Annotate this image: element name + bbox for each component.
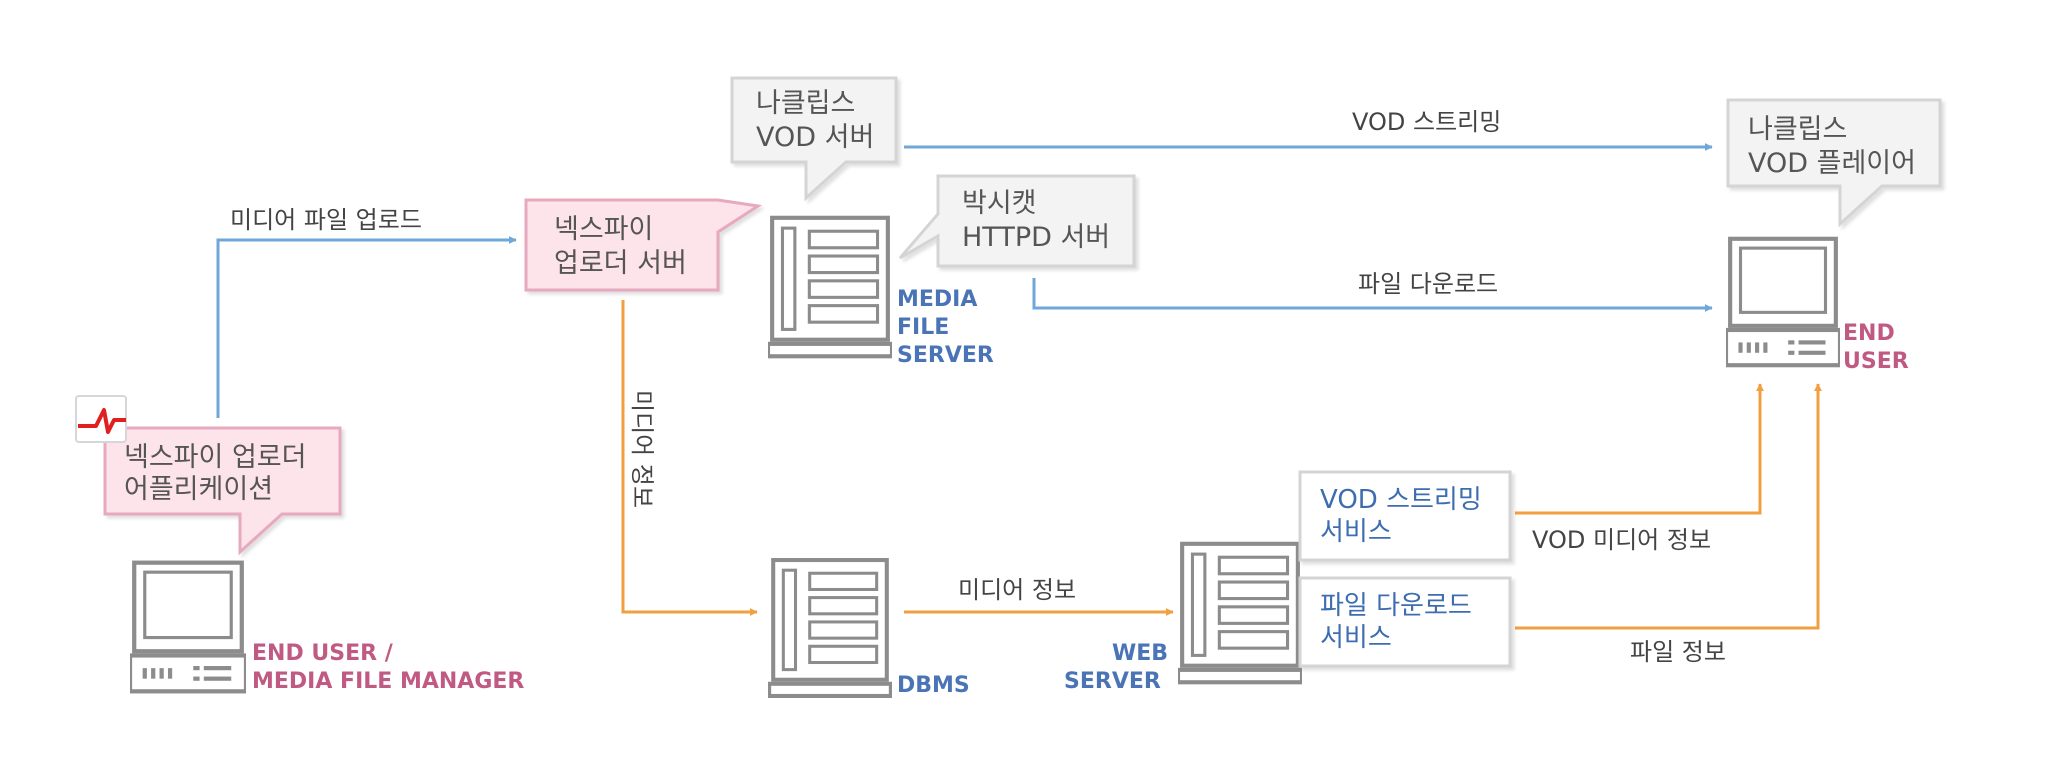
end-user-right-caption-1: END: [1843, 321, 1895, 346]
httpd-server-label-2: HTTPD 서버: [962, 222, 1110, 253]
naclips-vod-player-bubble: [1726, 98, 1942, 228]
media-file-server-caption-1: MEDIA: [897, 287, 977, 312]
httpd-server-bubble: [898, 174, 1136, 268]
vod-streaming-service-box: [1298, 470, 1512, 562]
vod-streaming-service-label-1: VOD 스트리밍: [1320, 485, 1482, 515]
vod-streaming-service-label-2: 서비스: [1320, 517, 1392, 547]
web-server-caption-2: SERVER: [1064, 669, 1161, 694]
dbms-caption: DBMS: [897, 673, 970, 698]
file-download-service-box: [1298, 576, 1512, 668]
uploader-app-label-1: 넥스파이 업로더: [124, 442, 306, 473]
file-download-service-label-1: 파일 다운로드: [1320, 591, 1472, 621]
httpd-server-label-1: 박시캣: [962, 188, 1037, 219]
media-file-server-caption-2: FILE: [897, 315, 949, 340]
file-info-arrow: [1515, 383, 1822, 630]
media-upload-arrow: [216, 236, 517, 418]
end-user-right-computer: [1726, 239, 1840, 365]
naclips-vod-player-label-1: 나클립스: [1748, 114, 1847, 145]
server-tower-icon: [769, 560, 891, 696]
web-server: [1178, 544, 1302, 682]
media-file-server-caption-3: SERVER: [897, 343, 994, 368]
naclips-vod-server-bubble: [730, 76, 898, 202]
dbms-server: [769, 560, 891, 696]
file-download-arrow: [1032, 278, 1713, 312]
uploader-app-label-2: 어플리케이션: [124, 474, 273, 505]
media-info-vertical-arrow: [621, 300, 758, 616]
naclips-vod-server-label-1: 나클립스: [756, 88, 855, 119]
server-tower-icon: [768, 218, 892, 356]
desktop-computer-icon: [130, 563, 246, 692]
file-download-service-label-2: 서비스: [1320, 623, 1392, 653]
media-info-vertical-label: 미디어 정보: [628, 390, 656, 508]
end-user-left-caption-2: MEDIA FILE MANAGER: [252, 669, 524, 694]
file-info-label: 파일 정보: [1630, 638, 1726, 666]
vod-media-info-label: VOD 미디어 정보: [1532, 526, 1711, 554]
media-info-db-label: 미디어 정보: [958, 576, 1076, 604]
naclips-vod-server-label-2: VOD 서버: [756, 122, 874, 153]
media-upload-label: 미디어 파일 업로드: [230, 206, 422, 234]
uploader-app-bubble: [103, 426, 342, 556]
media-file-server: [768, 218, 892, 356]
file-download-label: 파일 다운로드: [1358, 270, 1498, 298]
naclips-vod-player-label-2: VOD 플레이어: [1748, 148, 1916, 179]
server-tower-icon: [1178, 544, 1302, 682]
end-user-right-caption-2: USER: [1843, 349, 1909, 374]
vod-streaming-label: VOD 스트리밍: [1352, 108, 1501, 136]
uploader-server-bubble: [524, 198, 763, 292]
vod-media-info-arrow: [1515, 383, 1764, 515]
uploader-server-label-1: 넥스파이: [554, 214, 653, 245]
end-user-left-computer: [130, 563, 246, 692]
uploader-server-label-2: 업로더 서버: [554, 248, 687, 279]
nexpie-uploader-logo-icon: [75, 395, 127, 443]
end-user-left-caption-1: END USER /: [252, 641, 394, 666]
web-server-caption-1: WEB: [1112, 641, 1168, 666]
desktop-computer-icon: [1726, 239, 1840, 365]
